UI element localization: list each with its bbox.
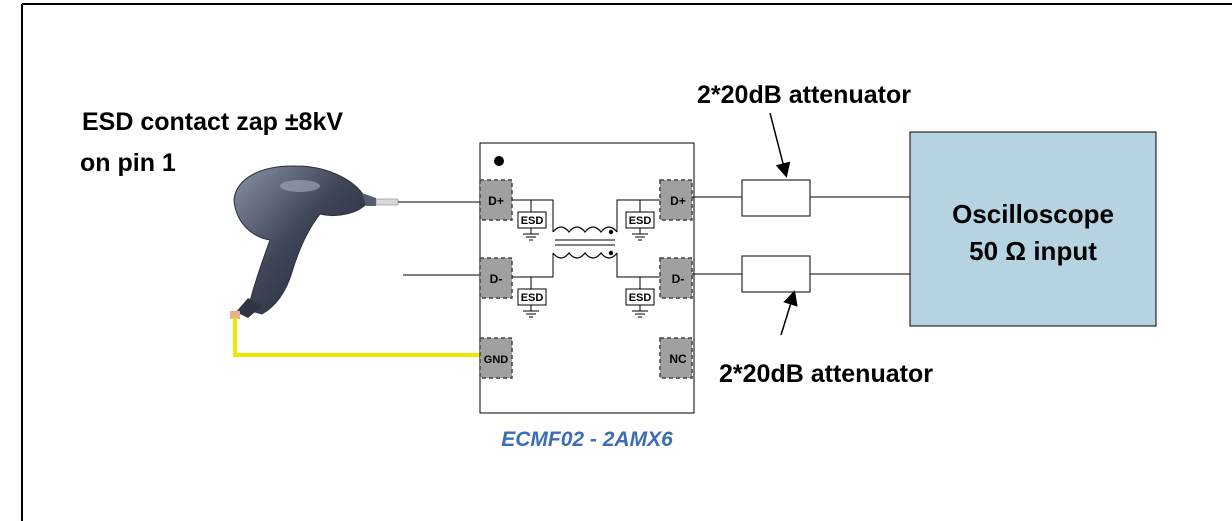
- ground-icon: [523, 228, 648, 318]
- attenuator-bottom: [741, 255, 811, 293]
- pin1-marker: [494, 156, 504, 166]
- output-wiring: [692, 196, 910, 275]
- pin-gnd-label: GND: [484, 354, 509, 366]
- oscilloscope-box: [909, 131, 1157, 327]
- esd-box-top-left-label: ESD: [521, 215, 544, 227]
- common-mode-choke: [552, 226, 618, 259]
- esd-label-line1: ESD contact zap ±8kV: [82, 108, 343, 136]
- pin-d-plus-right-label: D+: [670, 194, 686, 208]
- chip-name: ECMF02 - 2AMX6: [501, 428, 673, 451]
- pin-nc: NC: [659, 337, 693, 379]
- oscilloscope-label-line2: 50 Ω input: [969, 236, 1097, 266]
- pin-gnd: GND: [479, 337, 513, 379]
- pin-d-plus-left: D+: [479, 179, 513, 221]
- pin-d-minus-right-label: D-: [672, 272, 685, 286]
- esd-box-bottom-left-label: ESD: [521, 292, 544, 304]
- arrow-top-attenuator: [769, 112, 791, 178]
- attenuator-top-label: 2*20dB attenuator: [697, 81, 911, 109]
- esd-box-bottom-right-label: ESD: [629, 292, 652, 304]
- pin-d-plus-left-label: D+: [488, 194, 504, 208]
- chip-body: [479, 142, 695, 414]
- pin-d-minus-right: D-: [659, 257, 693, 299]
- pin-nc-label: NC: [669, 352, 687, 366]
- attenuator-bottom-label: 2*20dB attenuator: [719, 360, 933, 388]
- pin-d-minus-left: D-: [479, 257, 513, 299]
- esd-box-top-left: ESD: [517, 211, 547, 229]
- pin-d-plus-right: D+: [659, 179, 693, 221]
- oscilloscope-label-line1: Oscilloscope: [952, 199, 1114, 229]
- esd-label-line2: on pin 1: [80, 149, 176, 177]
- esd-gun-icon: [230, 165, 399, 319]
- esd-box-top-right-label: ESD: [629, 215, 652, 227]
- pin-d-minus-left-label: D-: [490, 272, 503, 286]
- internal-wiring: [512, 199, 660, 289]
- wire-gnd-yellow: [233, 318, 480, 357]
- attenuator-top: [741, 179, 811, 217]
- esd-box-bottom-left: ESD: [517, 288, 547, 306]
- esd-box-bottom-right: ESD: [625, 288, 655, 306]
- esd-box-top-right: ESD: [625, 211, 655, 229]
- arrow-bottom-attenuator: [780, 290, 798, 336]
